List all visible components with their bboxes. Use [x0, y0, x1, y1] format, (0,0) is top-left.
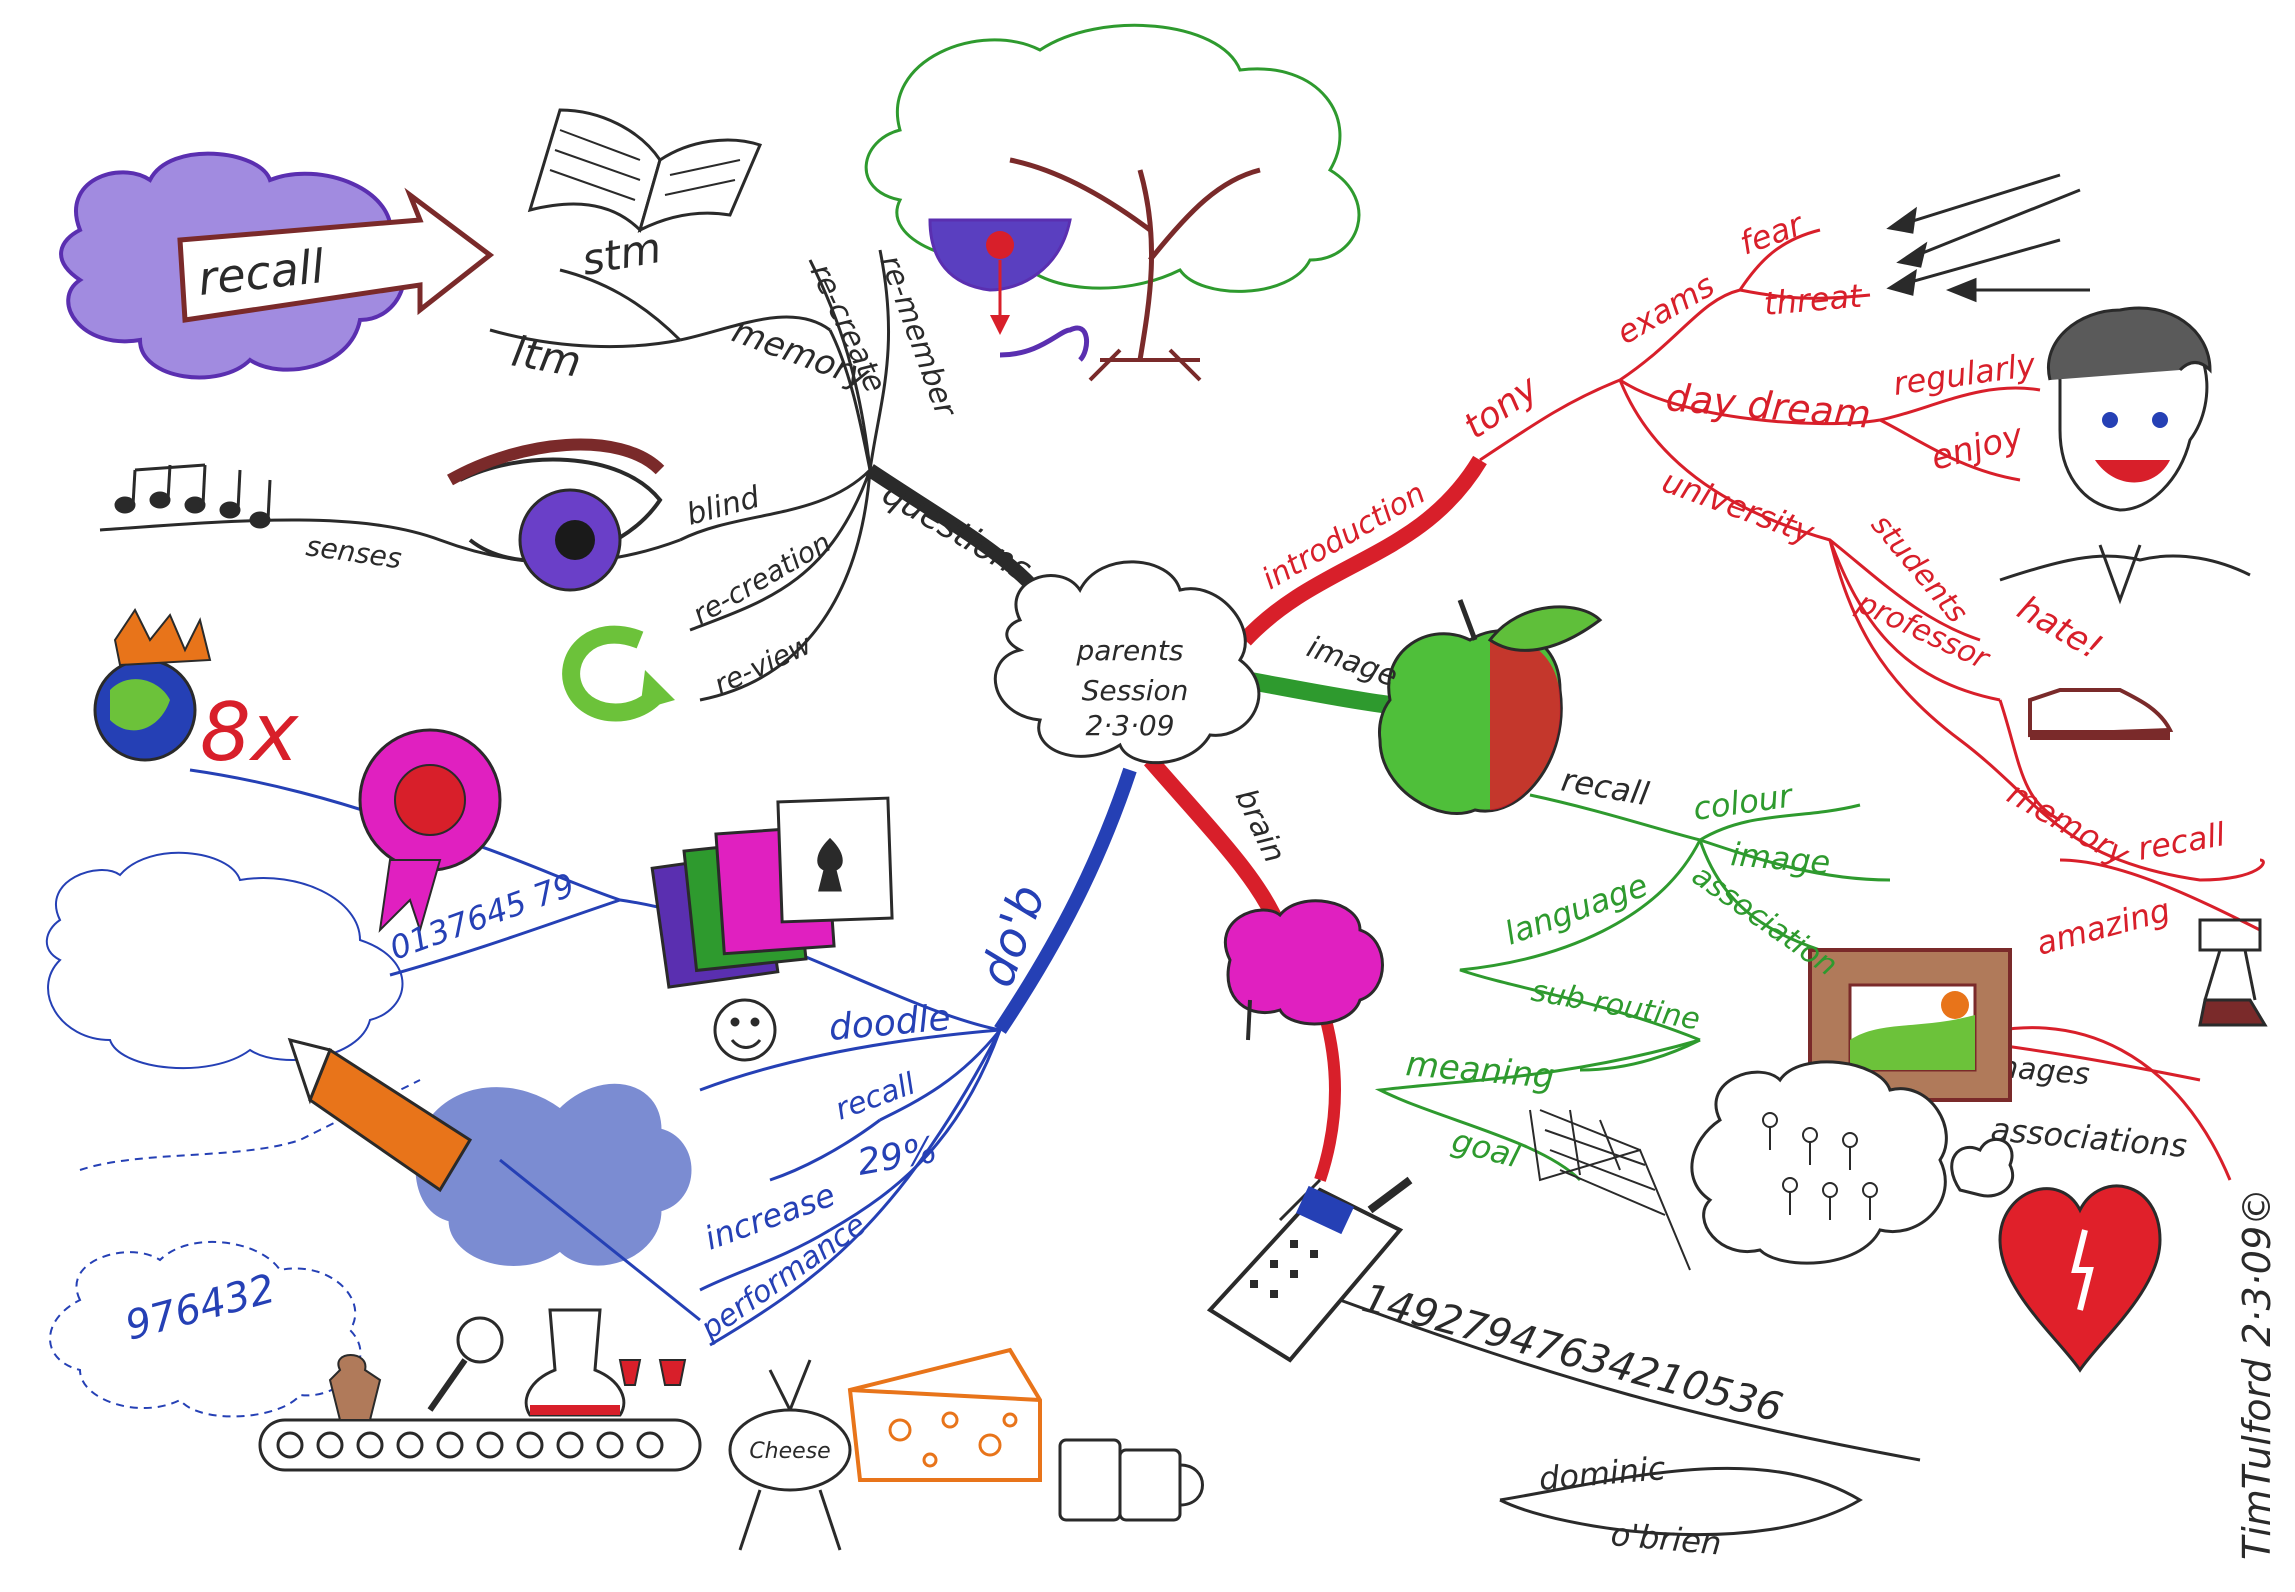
label-recall-red: recall	[2135, 815, 2228, 868]
central-topic: parents Session 2·3·09	[993, 560, 1261, 765]
tv-icon: Cheese	[728, 1359, 852, 1551]
label-dominic: dominic	[1537, 1449, 1667, 1498]
label-sub-routine: sub routine	[1529, 973, 1703, 1037]
label-hate: hate!	[2011, 588, 2109, 668]
label-image-green: image	[1729, 835, 1832, 882]
label-recall-blue: recall	[831, 1066, 921, 1127]
playing-cards-icon	[650, 796, 894, 989]
music-notes-icon	[114, 463, 272, 529]
label-day-dream: day dream	[1664, 375, 1872, 437]
label-recall-arrow: recall	[196, 239, 327, 306]
label-stm: stm	[578, 223, 665, 285]
label-8x: 8x	[200, 686, 300, 779]
phone-icon	[1206, 1176, 1413, 1363]
recycle-arrow-icon	[562, 625, 675, 722]
people-cloud	[1690, 1060, 1948, 1265]
rocket-icon	[287, 1037, 701, 1322]
label-colour: colour	[1691, 776, 1796, 828]
recall-cloud-arrow: recall	[59, 151, 495, 380]
label-re-creation: re-creation	[687, 526, 837, 631]
label-cheese: Cheese	[749, 1439, 830, 1464]
label-doodle: doodle	[827, 997, 952, 1048]
arrows-icon	[1886, 173, 2090, 303]
tree-icon	[864, 23, 1361, 382]
label-meaning: meaning	[1404, 1044, 1556, 1097]
center-line-1: parents	[1076, 634, 1184, 667]
smiley-icon	[713, 998, 777, 1062]
label-threat: threat	[1762, 276, 1864, 323]
label-dob: do'b	[969, 878, 1057, 994]
goal-net-icon	[1529, 1109, 1691, 1271]
apple-icon	[1378, 599, 1603, 815]
signature: TimTulford 2·3·09©	[2235, 1188, 2279, 1560]
black-branch-labels: questions memory stm ltm re-member re-cr…	[304, 223, 1038, 702]
label-questions: questions	[876, 473, 1039, 590]
center-line-3: 2·3·09	[1085, 709, 1174, 742]
lantern-icon	[2198, 918, 2268, 1027]
label-senses: senses	[304, 529, 404, 575]
rosette-icon	[358, 728, 502, 934]
brain-icon	[1223, 899, 1384, 1041]
label-associations: associations	[1989, 1110, 2188, 1165]
cheese-icon	[847, 1347, 1042, 1482]
green-branch-lines	[1243, 671, 1891, 1182]
globe-icon: 8x	[93, 608, 300, 779]
shoe-icon	[2028, 688, 2174, 740]
mugs-icon	[1058, 1438, 1204, 1522]
face-icon	[1999, 306, 2251, 605]
label-phone-number: 14927947634210536	[1357, 1275, 1787, 1431]
center-line-2: Session	[1082, 674, 1189, 707]
heart-icon	[1950, 1137, 2162, 1373]
label-re-member: re-member	[872, 251, 963, 423]
book-icon	[527, 108, 763, 233]
label-goal: goal	[1448, 1121, 1524, 1175]
label-amazing: amazing	[2032, 891, 2174, 963]
label-ltm: ltm	[508, 327, 585, 387]
label-tony: tony	[1457, 367, 1547, 447]
label-university: university	[1657, 462, 1820, 552]
conveyor-belt-icon	[258, 1308, 702, 1472]
eye-icon	[447, 438, 665, 592]
landscape-picture	[1808, 948, 2012, 1102]
label-cloud-number: 976432	[121, 1266, 280, 1350]
label-re-view: re-view	[709, 628, 817, 702]
label-percent: 29%	[854, 1130, 940, 1184]
label-obrien: o'brien	[1609, 1515, 1723, 1563]
label-language: language	[1500, 866, 1653, 953]
